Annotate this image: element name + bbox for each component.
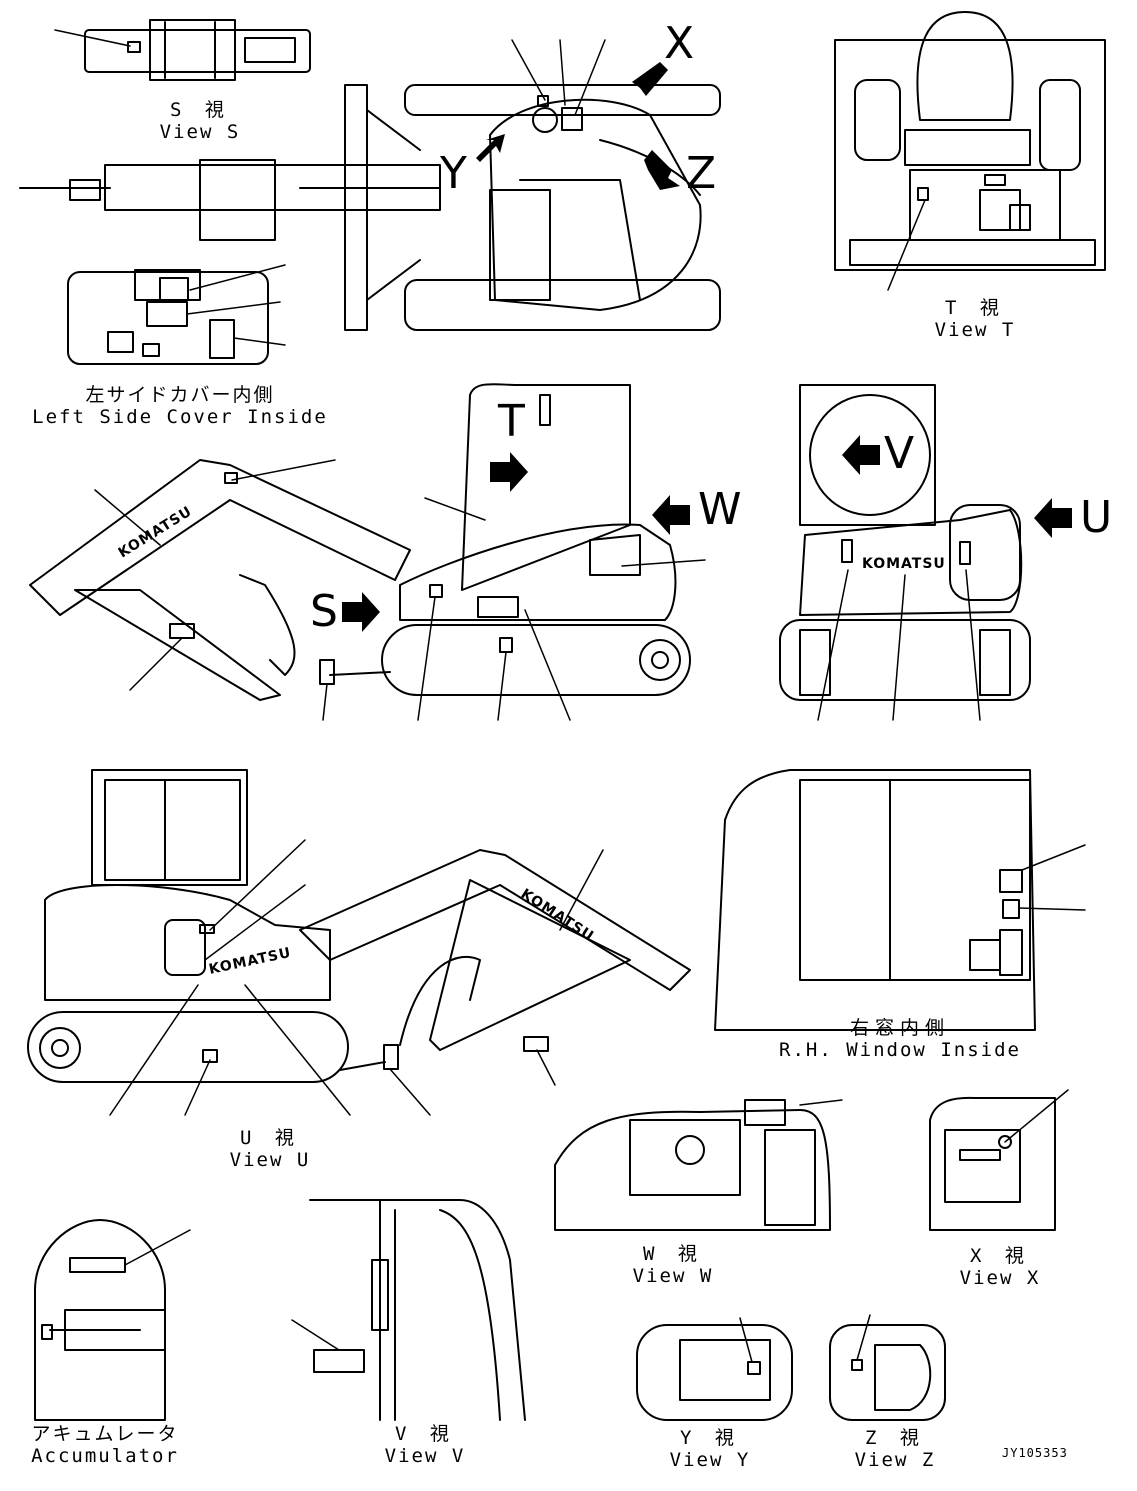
view-z-drawing	[829, 1314, 946, 1421]
left-side-cover-drawing	[67, 264, 286, 365]
caption-view-v-en: View V	[384, 1444, 466, 1467]
caption-view-z-jp: Z 視	[865, 1427, 925, 1449]
caption-rh-window-jp: 右窓内側	[849, 1017, 950, 1039]
caption-left-side-cover-jp: 左サイドカバー内側	[85, 384, 275, 406]
view-s-drawing	[54, 19, 311, 81]
view-t-drawing	[834, 11, 1106, 291]
accumulator-drawing	[34, 1219, 191, 1421]
arrow-letter-y: Y	[440, 148, 467, 199]
caption-view-w: W 視 View W	[618, 1243, 728, 1288]
arrow-letter-w: W	[698, 484, 742, 535]
rear-view-drawing	[779, 384, 1031, 721]
caption-view-u-en: View U	[229, 1148, 311, 1171]
caption-accumulator: アキュムレータ Accumulator	[20, 1423, 190, 1468]
caption-rh-window: 右窓内側 R.H. Window Inside	[770, 1017, 1030, 1062]
arrow-w	[652, 495, 690, 535]
caption-view-t: T 視 View T	[920, 297, 1030, 342]
caption-accumulator-en: Accumulator	[31, 1444, 179, 1467]
caption-view-u-jp: U 視	[240, 1127, 300, 1149]
arrow-letter-v: V	[884, 428, 915, 479]
rh-window-drawing	[714, 769, 1086, 1031]
view-x-drawing	[929, 1089, 1069, 1231]
arrow-z	[644, 150, 680, 190]
arrow-letter-s: S	[310, 586, 338, 637]
arrow-x	[632, 62, 668, 96]
caption-view-u: U 視 View U	[215, 1127, 325, 1172]
caption-view-x: X 視 View X	[945, 1245, 1055, 1290]
arrow-y	[476, 134, 505, 162]
top-plan-drawing	[19, 39, 721, 331]
view-w-drawing	[554, 1099, 843, 1231]
caption-view-x-jp: X 視	[970, 1245, 1030, 1267]
view-u-drawing	[27, 769, 691, 1116]
caption-view-y-jp: Y 視	[680, 1427, 740, 1449]
caption-view-z: Z 視 View Z	[840, 1427, 950, 1472]
arrow-letter-u: U	[1080, 492, 1113, 543]
caption-rh-window-en: R.H. Window Inside	[779, 1038, 1021, 1061]
caption-view-s-en: View S	[159, 120, 241, 143]
caption-view-z-en: View Z	[854, 1448, 936, 1471]
caption-left-side-cover: 左サイドカバー内側 Left Side Cover Inside	[30, 384, 330, 429]
brand-logo-rear: KOMATSU	[862, 556, 946, 572]
arrow-u	[1034, 498, 1072, 538]
caption-view-w-jp: W 視	[643, 1243, 703, 1265]
caption-view-y-en: View Y	[669, 1448, 751, 1471]
arrow-v	[842, 435, 880, 475]
view-v-drawing	[291, 1199, 526, 1421]
drawing-reference-code: JY105353	[1002, 1446, 1068, 1460]
brand-logo-view-u-boom: KOMATSU	[518, 886, 597, 945]
caption-view-x-en: View X	[959, 1266, 1041, 1289]
view-y-drawing	[636, 1317, 793, 1421]
side-view-drawing	[29, 383, 706, 721]
arrow-letter-z: Z	[686, 148, 717, 199]
caption-view-s: S 視 View S	[145, 99, 255, 144]
caption-view-t-en: View T	[934, 318, 1016, 341]
caption-view-t-jp: T 視	[945, 297, 1005, 319]
caption-accumulator-jp: アキュムレータ	[31, 1423, 179, 1445]
arrow-t	[490, 452, 528, 492]
caption-left-side-cover-en: Left Side Cover Inside	[32, 405, 328, 428]
arrow-letter-x: X	[664, 18, 695, 69]
caption-view-v-jp: V 視	[395, 1423, 455, 1445]
caption-view-v: V 視 View V	[370, 1423, 480, 1468]
caption-view-s-jp: S 視	[170, 99, 230, 121]
arrow-s	[342, 592, 380, 632]
arrow-letter-t: T	[498, 396, 525, 447]
caption-view-y: Y 視 View Y	[655, 1427, 765, 1472]
brand-logo-view-u-body: KOMATSU	[208, 945, 293, 978]
caption-view-w-en: View W	[632, 1264, 714, 1287]
